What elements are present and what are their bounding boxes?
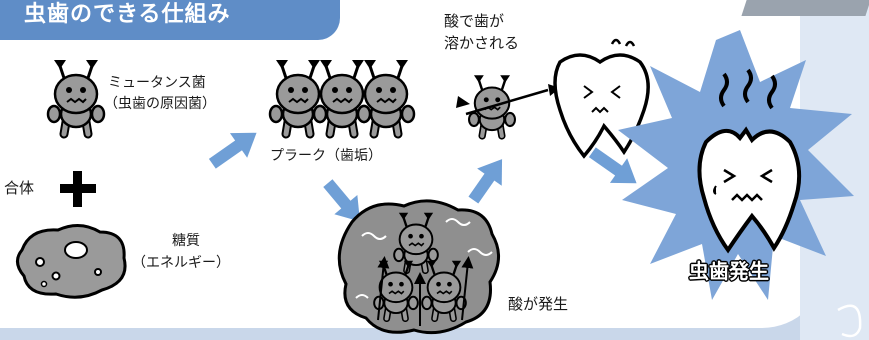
acid-melts-label-1: 酸で歯が bbox=[444, 12, 505, 30]
page-title: 虫歯のできる仕組み bbox=[24, 2, 231, 27]
mutans-bacteria-icon bbox=[48, 60, 104, 134]
plaque-label: プラーク（歯垢） bbox=[270, 148, 382, 164]
mutans-sub-label: （虫歯の原因菌） bbox=[104, 96, 216, 112]
acid-generated-label: 酸が発生 bbox=[508, 295, 569, 313]
caries-occurs-label: 虫歯発生 bbox=[689, 259, 769, 283]
plus-icon bbox=[60, 171, 96, 207]
mutans-name-label: ミュータンス菌 bbox=[108, 75, 206, 91]
acid-melts-label-2: 溶かされる bbox=[444, 34, 520, 52]
acid-cloud-icon bbox=[337, 199, 500, 335]
title-banner: 虫歯のできる仕組み bbox=[0, 0, 340, 40]
plaque-bacteria-icon bbox=[270, 60, 414, 134]
devil-bacteria-icon bbox=[456, 75, 560, 136]
flow-arrows bbox=[208, 132, 637, 222]
sugar-name-label: 糖質 bbox=[172, 233, 200, 249]
decayed-tooth-icon bbox=[697, 68, 802, 254]
combine-label: 合体 bbox=[4, 179, 35, 197]
decor-swirl bbox=[837, 304, 862, 338]
sugar-sub-label: （エネルギー） bbox=[132, 255, 230, 271]
sugar-rock-icon bbox=[16, 224, 127, 299]
